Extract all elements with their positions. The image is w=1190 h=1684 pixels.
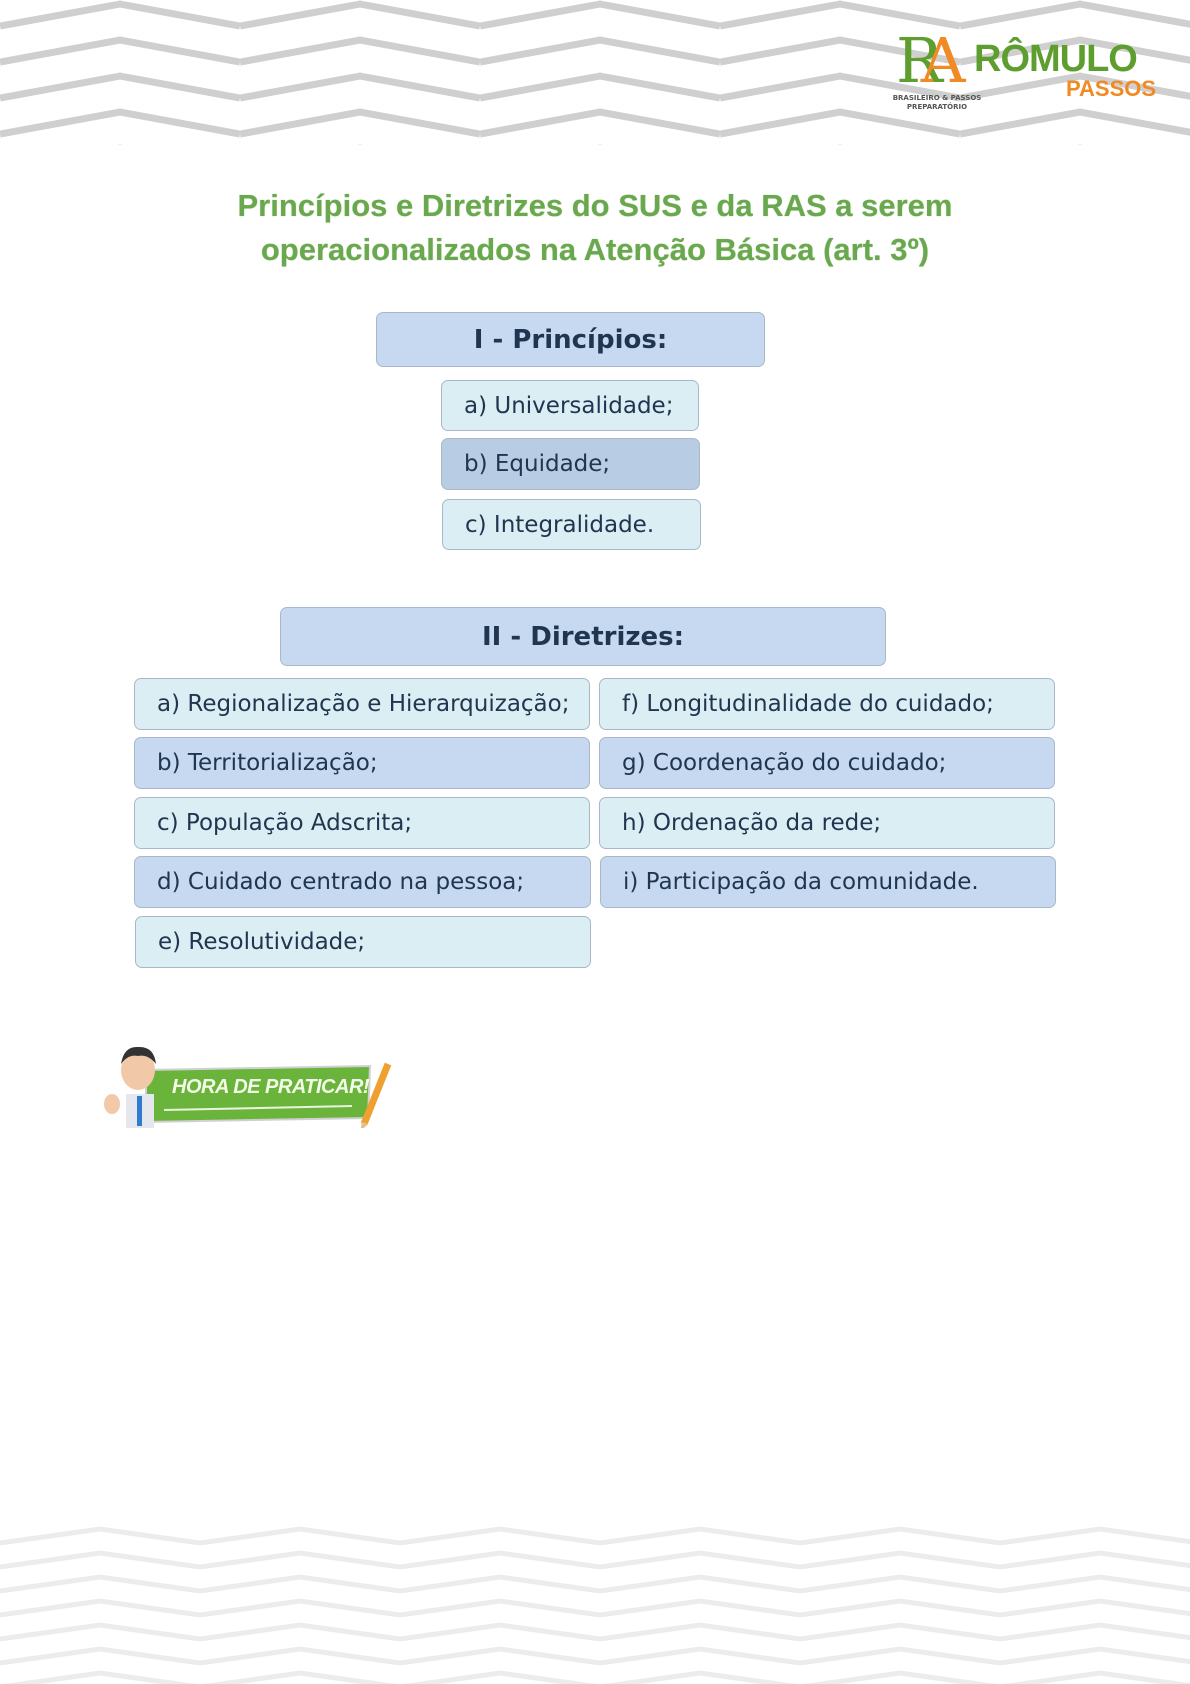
logo-subname: PASSOS bbox=[1066, 76, 1157, 101]
title-line-1: Princípios e Diretrizes do SUS e da RAS … bbox=[237, 188, 953, 223]
romulo-passos-logo: RA RÔMULO PASSOS BRASILEIRO & PASSOS PRE… bbox=[890, 24, 1156, 118]
badge-label: HORA DE PRATICAR! bbox=[172, 1076, 370, 1098]
principios-header: I - Princípios: bbox=[376, 312, 765, 367]
principio-item: b) Equidade; bbox=[441, 438, 700, 490]
logo-tagline: BRASILEIRO & PASSOS PREPARATÓRIO bbox=[892, 94, 982, 111]
logo-name: RÔMULO bbox=[974, 38, 1138, 80]
diretriz-item: c) População Adscrita; bbox=[134, 797, 590, 849]
diretriz-item: g) Coordenação do cuidado; bbox=[599, 737, 1055, 789]
diretriz-item: e) Resolutividade; bbox=[135, 916, 591, 968]
principio-item: c) Integralidade. bbox=[442, 499, 701, 550]
principio-item: a) Universalidade; bbox=[441, 380, 699, 431]
hora-de-praticar-badge: HORA DE PRATICAR! bbox=[102, 1042, 398, 1132]
page-title: Princípios e Diretrizes do SUS e da RAS … bbox=[0, 184, 1190, 272]
diretriz-item: a) Regionalização e Hierarquização; bbox=[134, 678, 590, 730]
zigzag-footer-decoration bbox=[0, 1525, 1190, 1684]
diretriz-item: h) Ordenação da rede; bbox=[599, 797, 1055, 849]
badge-illustration bbox=[104, 1046, 392, 1132]
teacher-avatar-icon bbox=[104, 1046, 156, 1128]
logo-monogram: RA bbox=[896, 24, 965, 97]
zigzag-header-decoration bbox=[0, 0, 1190, 145]
diretriz-item: d) Cuidado centrado na pessoa; bbox=[134, 856, 591, 908]
diretrizes-header: II - Diretrizes: bbox=[280, 607, 886, 666]
title-line-2: operacionalizados na Atenção Básica (art… bbox=[260, 232, 930, 267]
diretriz-item: f) Longitudinalidade do cuidado; bbox=[599, 678, 1055, 730]
diretriz-item: b) Territorialização; bbox=[134, 737, 590, 789]
diretriz-item: i) Participação da comunidade. bbox=[600, 856, 1056, 908]
